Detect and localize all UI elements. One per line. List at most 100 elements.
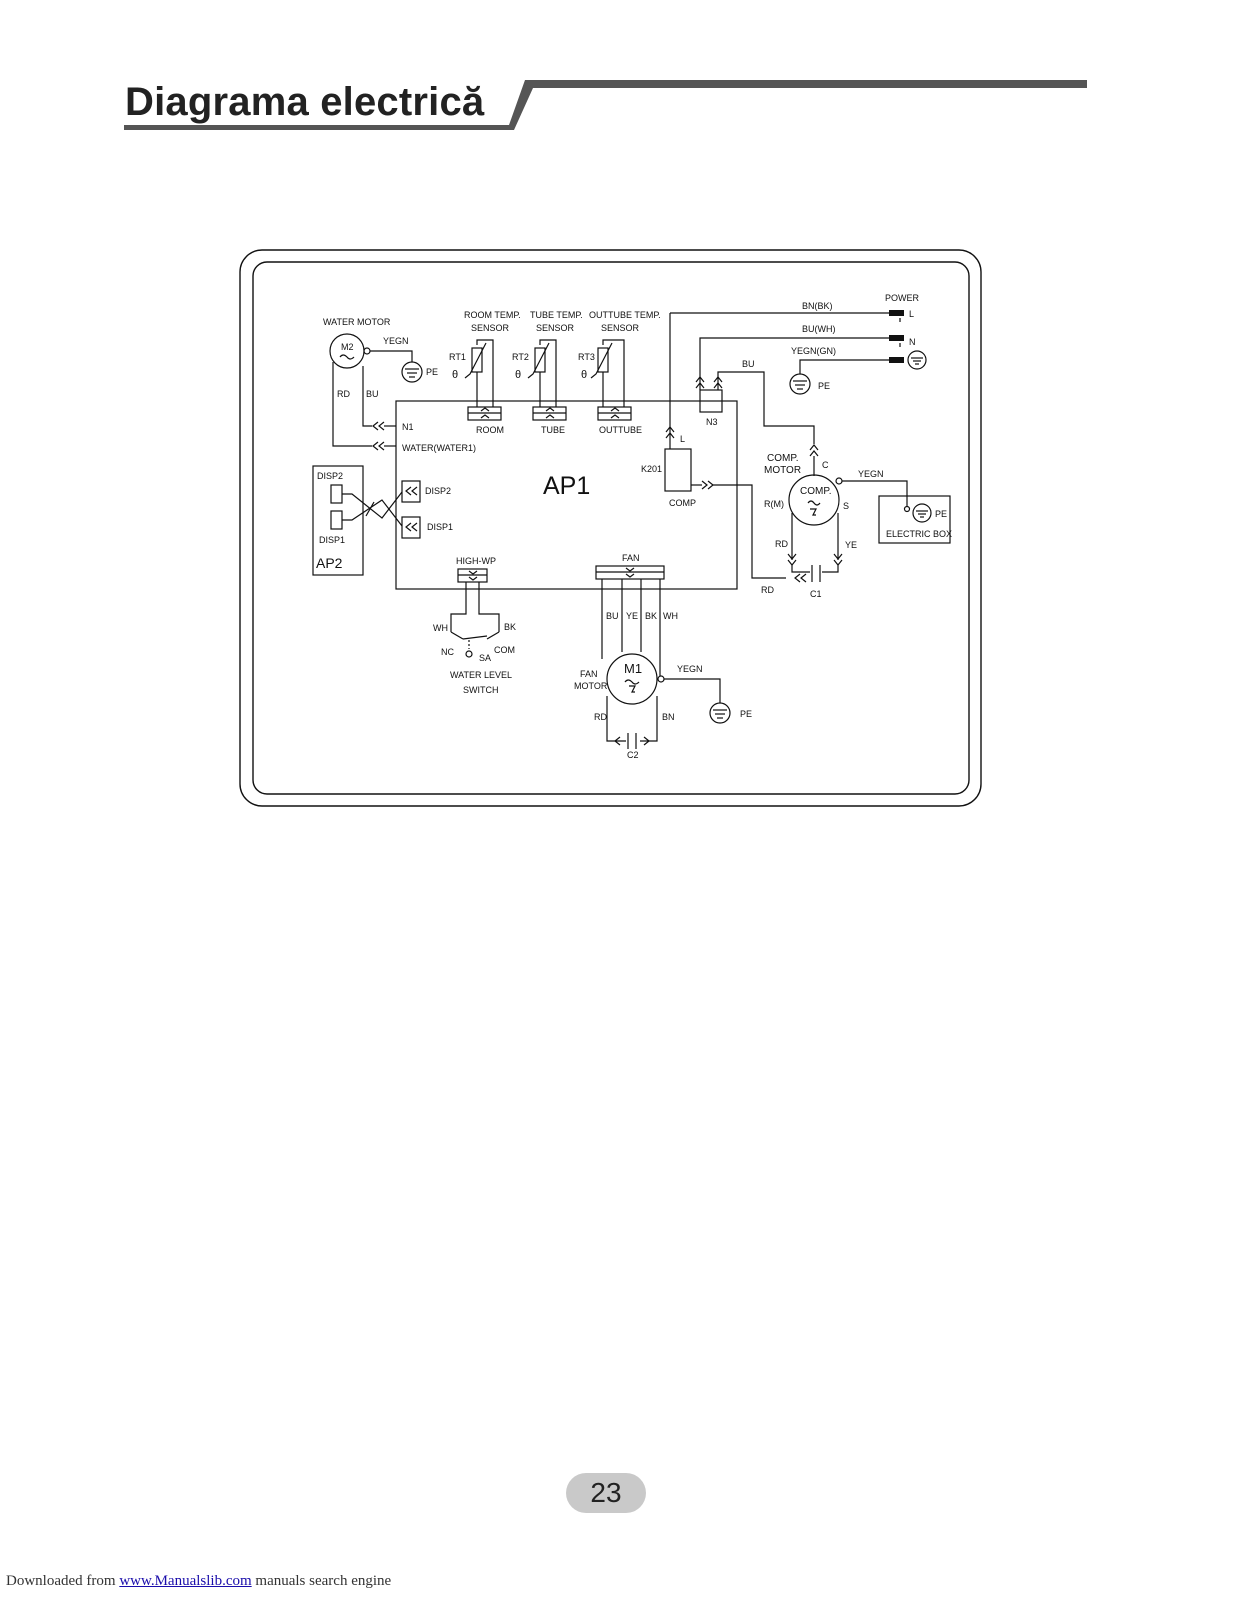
- pe-top-label: PE: [818, 381, 830, 391]
- room-sensor-label-2: SENSOR: [471, 323, 510, 333]
- ground-icon: [789, 373, 811, 395]
- thermistor-rt3: [590, 339, 632, 421]
- wire-bu-wh: [699, 337, 897, 390]
- high-wp-icon: [468, 570, 478, 581]
- ap2-board: [312, 465, 364, 576]
- disp1-connector: [330, 510, 343, 530]
- disp2-socket: [401, 480, 421, 503]
- rt1-label: RT1: [449, 352, 466, 362]
- bk-switch-label: BK: [504, 622, 516, 632]
- connector-comp-icon: [701, 480, 714, 490]
- theta-rt3: θ: [581, 369, 587, 381]
- k201-label: K201: [641, 464, 662, 474]
- page-number-badge: 23: [566, 1473, 646, 1513]
- c2-label: C2: [627, 750, 639, 760]
- n3-block: [699, 389, 723, 413]
- ac-symbol-m1: [624, 679, 640, 685]
- r-m-label: R(M): [764, 499, 784, 509]
- ye-fan-label: YE: [626, 611, 638, 621]
- terminal-m1: [657, 675, 665, 683]
- wire-yegn-m1: [664, 678, 721, 703]
- capacitor-c2: [614, 733, 650, 749]
- fan-motor-m1: [606, 653, 658, 705]
- m1-label: M1: [624, 661, 642, 676]
- water-label: WATER(WATER1): [402, 443, 476, 453]
- pe-m1-label: PE: [740, 709, 752, 719]
- fan-label: FAN: [622, 553, 640, 563]
- wh-switch-label: WH: [433, 623, 448, 633]
- download-footer: Downloaded from www.Manualslib.com manua…: [6, 1573, 391, 1590]
- ap1-board: [395, 400, 738, 590]
- rt3-label: RT3: [578, 352, 595, 362]
- room-label: ROOM: [476, 425, 504, 435]
- bn-bk-label: BN(BK): [802, 301, 833, 311]
- wire-bu-comp: [717, 371, 815, 444]
- power-terminals: [889, 310, 904, 363]
- wire-comp-rd: [713, 484, 786, 579]
- wire-disp2: [342, 491, 403, 519]
- ap1-label: AP1: [543, 472, 590, 500]
- tube-sensor-label-1: TUBE TEMP.: [530, 310, 583, 320]
- wire-bu-m2: [362, 366, 372, 427]
- s-term-label: S: [843, 501, 849, 511]
- footer-prefix: Downloaded from: [6, 1573, 120, 1589]
- wire-c1-right: [822, 565, 839, 573]
- electric-box: [878, 495, 951, 544]
- disp1-socket: [401, 516, 421, 539]
- yegn-gn-label: YEGN(GN): [791, 346, 836, 356]
- ap2-label: AP2: [316, 555, 343, 571]
- terminal-comp: [835, 477, 843, 485]
- wire-break-mark: [365, 501, 375, 517]
- theta-rt1: θ: [452, 369, 458, 381]
- yegn-m2-label: YEGN: [383, 336, 409, 346]
- connector-water-icon: [372, 441, 385, 451]
- bk-fan-label: BK: [645, 611, 657, 621]
- l-k-label: L: [680, 434, 685, 444]
- room-sensor-label-1: ROOM TEMP.: [464, 310, 521, 320]
- wire-rd-m1: [606, 696, 626, 742]
- rt2-label: RT2: [512, 352, 529, 362]
- inner-frame: [252, 261, 970, 795]
- theta-rt2: θ: [515, 369, 521, 381]
- outer-frame: [239, 249, 982, 807]
- disp2-socket-icon: [405, 486, 418, 496]
- ground-icon: [709, 702, 731, 724]
- yegn-m1-label: YEGN: [677, 664, 703, 674]
- relay-k201: [664, 448, 692, 492]
- n3-label: N3: [706, 417, 718, 427]
- water-motor-label: WATER MOTOR: [323, 317, 391, 327]
- comp-motor-label-1: COMP.: [767, 453, 799, 464]
- wire-disp1: [342, 499, 403, 527]
- comp-circle-label: COMP.: [800, 486, 832, 497]
- manualslib-link[interactable]: www.Manualslib.com: [119, 1573, 252, 1589]
- nc-label: NC: [441, 647, 454, 657]
- page-header: Diagrama electrică: [0, 0, 1237, 140]
- c-term-label: C: [822, 460, 829, 470]
- disp2-connector: [330, 484, 343, 504]
- electric-box-label: ELECTRIC BOX: [886, 529, 952, 539]
- connector-c-icon: [809, 444, 819, 457]
- bu-wh-label: BU(WH): [802, 324, 836, 334]
- wire-yegn-comp: [842, 480, 908, 506]
- header-decoration: [124, 80, 1087, 130]
- fan-connector-icon: [625, 567, 635, 578]
- ye-c1-label: YE: [845, 540, 857, 550]
- wh-fan-label: WH: [663, 611, 678, 621]
- bu-m2-label: BU: [366, 389, 379, 399]
- m2-label: M2: [341, 342, 354, 352]
- connector-l-icon: [665, 426, 675, 439]
- wire-bk-switch: [478, 582, 500, 632]
- compressor-motor: [788, 474, 840, 526]
- rd-m1-label: RD: [594, 712, 607, 722]
- com-label: COM: [494, 645, 515, 655]
- out-sensor-label-1: OUTTUBE TEMP.: [589, 310, 661, 320]
- ac-symbol-comp: [807, 500, 821, 506]
- terminal-box: [903, 505, 911, 513]
- thermistor-rt2: [527, 339, 567, 421]
- n-label: N: [909, 337, 916, 347]
- sa-label: SA: [479, 653, 491, 663]
- disp1-box-label: DISP1: [319, 535, 345, 545]
- n1-label: N1: [402, 422, 414, 432]
- fan-motor-label-2: MOTOR: [574, 681, 608, 691]
- wire-wh-switch: [450, 582, 467, 632]
